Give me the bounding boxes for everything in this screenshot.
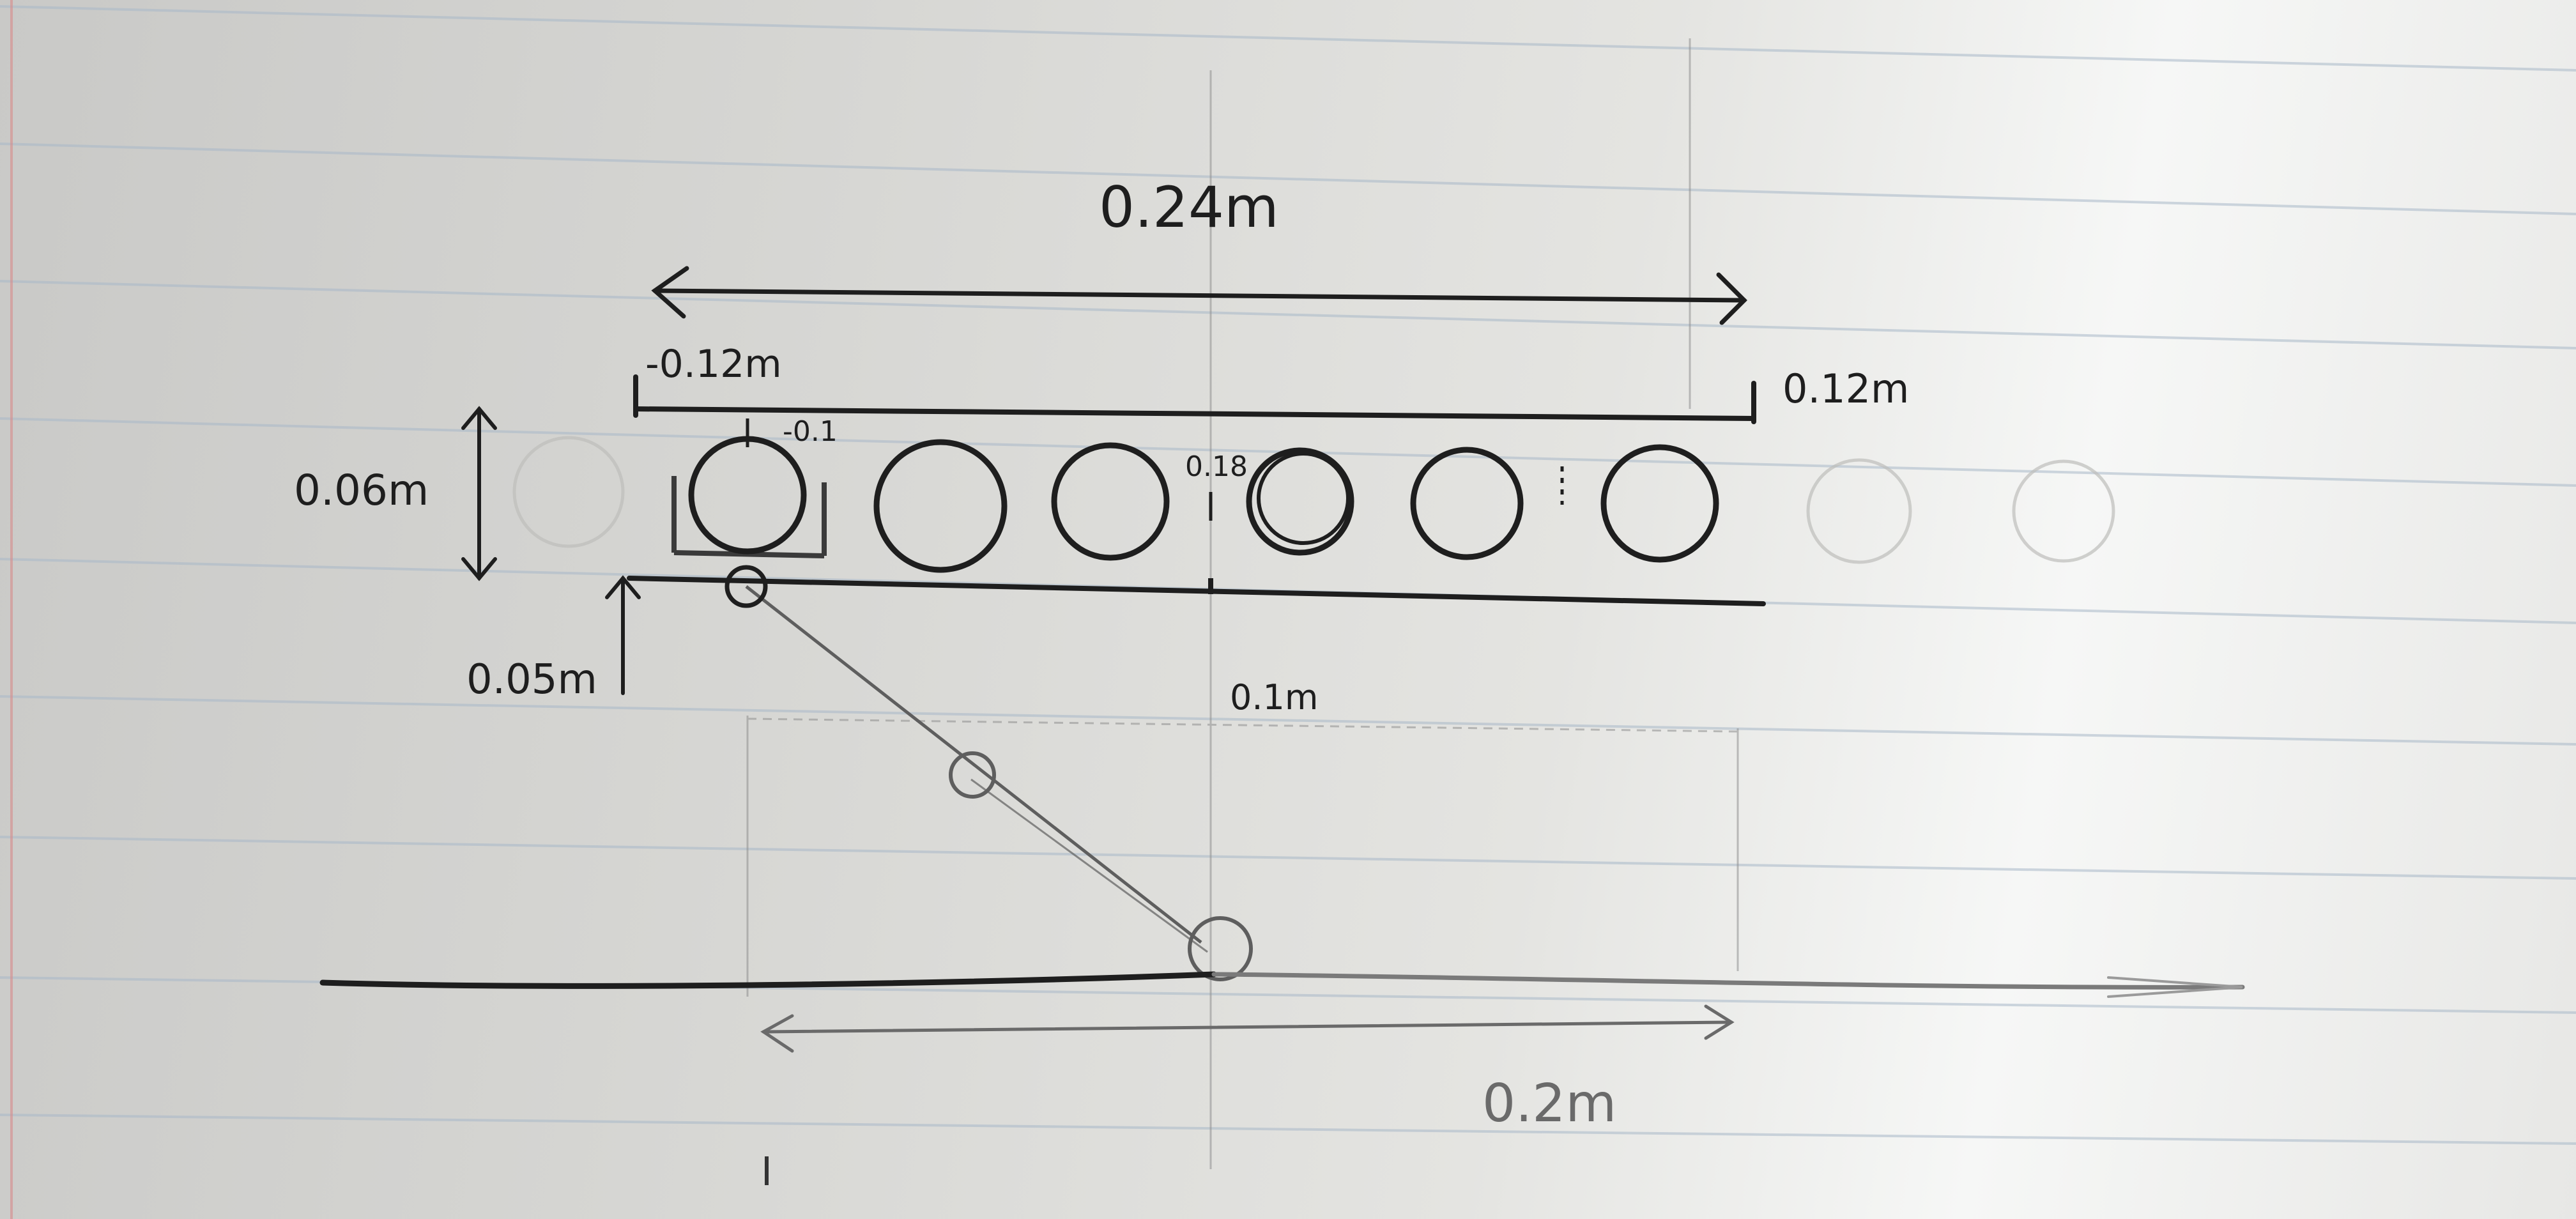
- floor-arrow-head: [2107, 976, 2243, 998]
- erased-circle: [2012, 459, 2115, 563]
- total-width-label: 0.24m: [1099, 174, 1279, 240]
- rule-line: [0, 142, 2576, 215]
- rule-line: [0, 836, 2576, 880]
- bottom-rail: [627, 576, 1766, 606]
- arrow-head-down: [461, 557, 497, 581]
- arrow-head-right: [1716, 272, 1747, 325]
- dashed-guide: [747, 717, 1738, 733]
- ball-landing: [1188, 916, 1253, 981]
- rule-line: [0, 5, 2576, 72]
- trajectory-line-secondary: [970, 778, 1208, 953]
- offset-dimension: [605, 575, 641, 695]
- offset-label: 0.05m: [466, 656, 597, 703]
- position-markers: [746, 418, 1564, 521]
- first-slot-bracket: [671, 476, 827, 558]
- circle: [1410, 447, 1524, 560]
- first-marker-label: -0.1: [783, 415, 838, 448]
- bracket-bottom: [673, 550, 825, 558]
- floor: [319, 971, 2245, 998]
- floor-span-line: [762, 1020, 1733, 1034]
- height-label: 0.06m: [294, 466, 429, 515]
- rule-line: [0, 695, 2576, 746]
- circle: [688, 436, 807, 555]
- circle: [873, 439, 1008, 573]
- floor-line-ink: [319, 971, 1217, 989]
- total-width-dimension: [651, 266, 1747, 325]
- dimension-arrow-line: [652, 288, 1747, 303]
- ball-start: [724, 565, 768, 608]
- circle-overdraw: [1257, 452, 1350, 545]
- ball-mid: [949, 751, 996, 799]
- erased-circle: [1806, 458, 1912, 564]
- circle: [1600, 444, 1719, 563]
- ball-trajectory: [724, 565, 1253, 981]
- right-x-label: 0.12m: [1782, 365, 1909, 412]
- arrow-head-up: [605, 575, 641, 599]
- mid-marker-label: 0.18: [1185, 450, 1248, 483]
- rule-line: [0, 280, 2576, 349]
- drop-label: 0.1m: [1230, 677, 1318, 717]
- arrow-head-left: [651, 266, 689, 319]
- top-rail-line: [633, 406, 1756, 421]
- circle: [1051, 442, 1170, 561]
- guide-lines: [746, 38, 1739, 1169]
- circle: [1246, 447, 1354, 556]
- erased-sketch: [512, 436, 2115, 564]
- floor-span-label: 0.2m: [1482, 1073, 1616, 1134]
- top-rail: [633, 374, 1756, 424]
- arrow-head-up: [461, 406, 497, 430]
- erased-circle: [512, 436, 625, 548]
- left-x-label: -0.12m: [645, 342, 782, 387]
- floor-span-dimension: [760, 1004, 1735, 1053]
- trajectory-line: [745, 585, 1202, 944]
- height-dimension: [461, 406, 497, 581]
- arrow-head-right: [1704, 1004, 1735, 1040]
- floor-line-pencil: [1211, 972, 2245, 990]
- arrow-head-left: [760, 1014, 794, 1053]
- rule-line: [0, 1114, 2576, 1145]
